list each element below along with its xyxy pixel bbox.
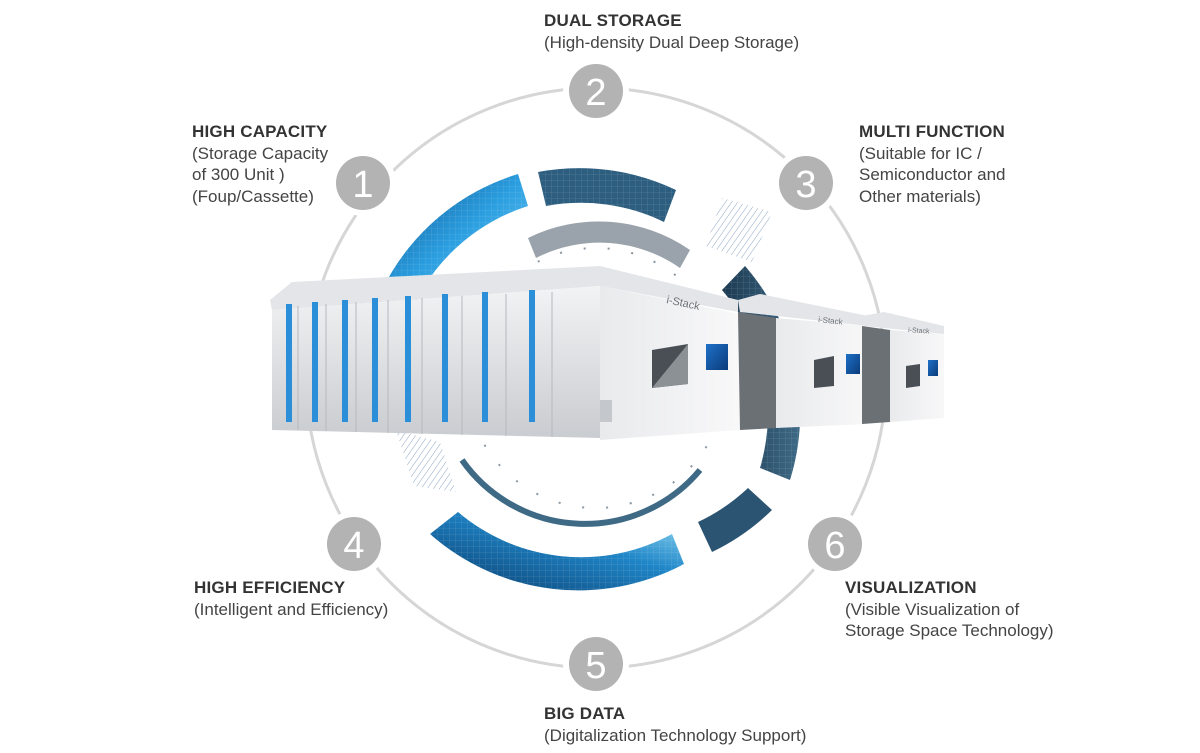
feature-4-title: HIGH EFFICIENCY — [194, 578, 346, 597]
feature-4-desc: (Intelligent and Efficiency) — [194, 599, 389, 619]
feature-5-label: BIG DATA (Digitalization Technology Supp… — [544, 703, 806, 746]
feature-1-label: HIGH CAPACITY (Storage Capacity of 300 U… — [192, 121, 328, 207]
feature-3-label: MULTI FUNCTION (Suitable for IC / Semico… — [859, 121, 1005, 207]
badge-1-number: 1 — [352, 164, 373, 206]
feature-6-desc: (Visible Visualization of Storage Space … — [845, 599, 1054, 641]
badge-6: 6 — [802, 511, 868, 577]
machine-illustration: i-Stack i-Stack i-Stack — [270, 266, 944, 440]
badge-4-number: 4 — [343, 525, 364, 567]
feature-5-title: BIG DATA — [544, 704, 626, 723]
small-unit-front — [862, 326, 890, 424]
machine-brand-label-2: i-Stack — [818, 315, 844, 327]
feature-3-title: MULTI FUNCTION — [859, 122, 1006, 141]
feature-2-label: DUAL STORAGE (High-density Dual Deep Sto… — [544, 10, 799, 53]
large-unit-screen — [706, 344, 728, 370]
badge-3: 3 — [773, 150, 839, 216]
inner-grey-arc — [528, 221, 690, 268]
machine-brand-label-3: i-Stack — [908, 327, 930, 336]
feature-5-desc: (Digitalization Technology Support) — [544, 725, 807, 745]
feature-6-label: VISUALIZATION (Visible Visualization of … — [845, 577, 1054, 642]
feature-4-label: HIGH EFFICIENCY (Intelligent and Efficie… — [194, 577, 388, 620]
feature-6-title: VISUALIZATION — [845, 578, 977, 597]
inner-thin-ring — [459, 458, 703, 527]
badge-6-number: 6 — [824, 525, 845, 567]
feature-1-desc: (Storage Capacity of 300 Unit ) (Foup/Ca… — [192, 143, 329, 206]
badge-5-number: 5 — [585, 645, 606, 687]
wireframe-bottom-left — [396, 430, 456, 492]
feature-2-desc: (High-density Dual Deep Storage) — [544, 32, 800, 52]
large-unit-front — [272, 286, 600, 438]
wireframe-top-right — [706, 198, 772, 262]
badge-1: 1 — [330, 150, 396, 216]
badge-2-number: 2 — [585, 72, 606, 114]
feature-1-title: HIGH CAPACITY — [192, 122, 328, 141]
blue-door-strips — [286, 290, 535, 422]
middle-unit-front — [738, 312, 776, 430]
badge-2: 2 — [563, 58, 629, 124]
badge-3-number: 3 — [795, 164, 816, 206]
dark-arc-bottom-right — [698, 488, 772, 552]
badge-5: 5 — [563, 631, 629, 697]
feature-3-desc: (Suitable for IC / Semiconductor and Oth… — [859, 143, 1006, 206]
badge-4: 4 — [321, 511, 387, 577]
feature-2-title: DUAL STORAGE — [544, 11, 682, 30]
